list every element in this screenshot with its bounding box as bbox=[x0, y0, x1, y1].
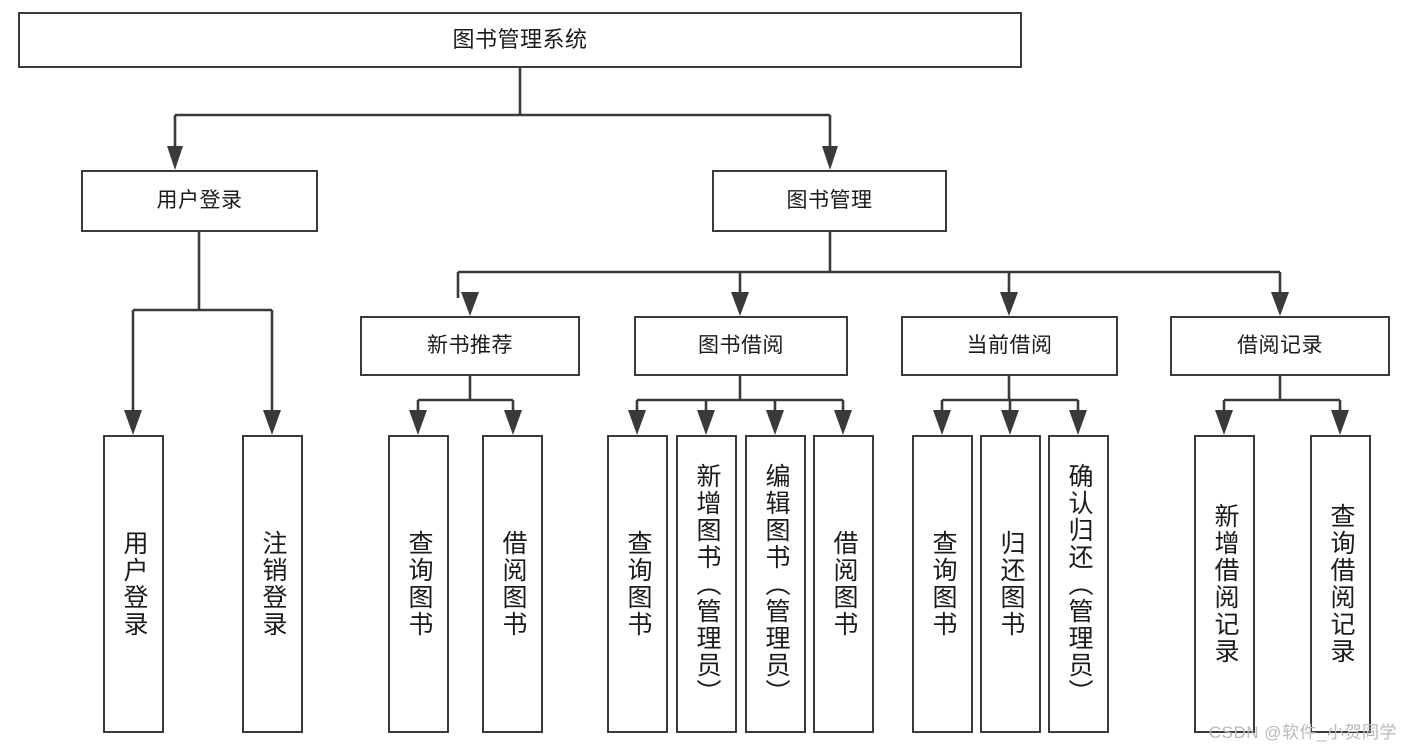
leaf-confirm-return[interactable]: 确认归还（管理员） bbox=[1048, 435, 1109, 733]
node-label: 查询图书 bbox=[929, 530, 957, 638]
node-label: 当前借阅 bbox=[966, 333, 1053, 357]
node-label: 归还图书 bbox=[997, 530, 1025, 638]
node-label: 用户登录 bbox=[120, 530, 148, 638]
node-label: 图书管理系统 bbox=[452, 27, 588, 53]
leaf-query-record[interactable]: 查询借阅记录 bbox=[1310, 435, 1371, 733]
leaf-borrow-book-2[interactable]: 借阅图书 bbox=[813, 435, 874, 733]
watermark-text: CSDN @软件_小贺同学 bbox=[1208, 723, 1397, 742]
node-label: 图书管理 bbox=[786, 188, 873, 212]
node-book-manage[interactable]: 图书管理 bbox=[712, 170, 947, 232]
leaf-add-record[interactable]: 新增借阅记录 bbox=[1194, 435, 1255, 733]
node-label: 确认归还（管理员） bbox=[1065, 462, 1093, 706]
node-label: 编辑图书（管理员） bbox=[762, 462, 790, 706]
leaf-query-book-2[interactable]: 查询图书 bbox=[607, 435, 668, 733]
node-new-book-recommend[interactable]: 新书推荐 bbox=[360, 316, 580, 376]
node-label: 新增借阅记录 bbox=[1211, 503, 1239, 665]
node-label: 注销登录 bbox=[259, 530, 287, 638]
leaf-logout[interactable]: 注销登录 bbox=[242, 435, 303, 733]
node-label: 借阅记录 bbox=[1237, 333, 1323, 357]
node-label: 新书推荐 bbox=[427, 333, 513, 357]
node-label: 新增图书（管理员） bbox=[693, 462, 721, 706]
node-current-borrow[interactable]: 当前借阅 bbox=[901, 316, 1118, 376]
leaf-add-book[interactable]: 新增图书（管理员） bbox=[676, 435, 737, 733]
node-user-login[interactable]: 用户登录 bbox=[81, 170, 318, 232]
leaf-query-book-3[interactable]: 查询图书 bbox=[912, 435, 973, 733]
node-label: 借阅图书 bbox=[830, 530, 858, 638]
node-label: 查询图书 bbox=[405, 530, 433, 638]
node-root-system[interactable]: 图书管理系统 bbox=[18, 12, 1022, 68]
node-label: 查询图书 bbox=[624, 530, 652, 638]
node-label: 用户登录 bbox=[156, 188, 243, 212]
leaf-borrow-book-1[interactable]: 借阅图书 bbox=[482, 435, 543, 733]
node-label: 图书借阅 bbox=[698, 333, 784, 357]
node-label: 查询借阅记录 bbox=[1327, 503, 1355, 665]
leaf-user-login[interactable]: 用户登录 bbox=[103, 435, 164, 733]
leaf-return-book[interactable]: 归还图书 bbox=[980, 435, 1041, 733]
node-borrow-record[interactable]: 借阅记录 bbox=[1170, 316, 1390, 376]
leaf-edit-book[interactable]: 编辑图书（管理员） bbox=[745, 435, 806, 733]
leaf-query-book-1[interactable]: 查询图书 bbox=[388, 435, 449, 733]
node-label: 借阅图书 bbox=[499, 530, 527, 638]
node-book-borrow[interactable]: 图书借阅 bbox=[634, 316, 848, 376]
